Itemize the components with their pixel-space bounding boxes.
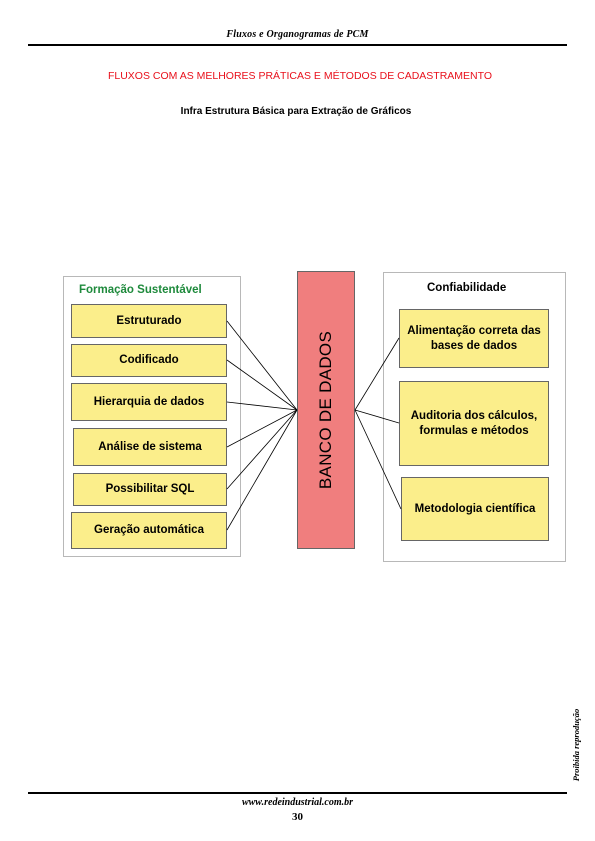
connector-line	[226, 409, 298, 531]
left-item-estruturado: Estruturado	[71, 304, 227, 338]
connector-line	[226, 320, 298, 411]
right-item-auditoria: Auditoria dos cálculos, formulas e métod…	[399, 381, 549, 466]
connector-line	[226, 409, 298, 448]
footer-url: www.redeindustrial.com.br	[241, 797, 354, 808]
database-box	[297, 271, 355, 549]
left-item-geracao: Geração automática	[71, 512, 227, 549]
left-group-title: Formação Sustentável	[79, 284, 202, 296]
connector-line	[354, 409, 400, 424]
header-title: Fluxos e Organogramas de PCM	[226, 29, 369, 40]
page-number: 30	[292, 811, 303, 823]
connector-line	[226, 401, 298, 411]
header-rule	[28, 44, 567, 46]
side-note: Proibida reprodução	[571, 708, 581, 782]
right-item-alimentacao: Alimentação correta das bases de dados	[399, 309, 549, 368]
connector-line	[226, 409, 298, 490]
left-item-analise: Análise de sistema	[73, 428, 227, 466]
main-title: FLUXOS COM AS MELHORES PRÁTICAS E MÉTODO…	[107, 70, 493, 82]
left-item-sql: Possibilitar SQL	[73, 473, 227, 506]
connector-line	[354, 409, 402, 510]
subtitle: Infra Estrutura Básica para Extração de …	[180, 106, 412, 117]
left-item-hierarquia: Hierarquia de dados	[71, 383, 227, 421]
left-item-codificado: Codificado	[71, 344, 227, 377]
footer-rule	[28, 792, 567, 794]
connector-line	[354, 337, 400, 411]
right-item-metodologia: Metodologia científica	[401, 477, 549, 541]
connector-line	[226, 359, 298, 411]
right-group-title: Confiabilidade	[427, 282, 507, 294]
